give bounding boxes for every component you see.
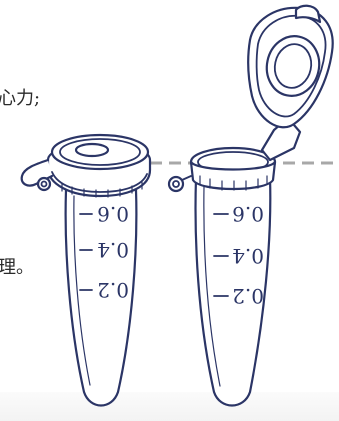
open-tube-lid [247, 4, 334, 129]
closed-tube-body [64, 188, 138, 407]
closed-tube: 0.6 0.4 0.2 [20, 133, 152, 407]
open-tube-grad-1: 0.6 [232, 202, 264, 226]
open-tube: 0.6 0.4 0.2 [167, 4, 334, 407]
open-tube-side-knob [167, 175, 185, 193]
closed-tube-grad-1: 0.6 [97, 202, 129, 226]
open-tube-body [194, 176, 272, 407]
text-fragment-top: 心力; [0, 88, 41, 109]
closed-tube-grad-3: 0.2 [97, 278, 129, 302]
open-tube-grad-2: 0.4 [232, 244, 264, 268]
open-tube-grad-3: 0.2 [232, 284, 264, 308]
text-fragment-bottom: 理。 [0, 257, 34, 278]
closed-tube-grad-2: 0.4 [97, 238, 129, 262]
bottom-shadow-band [0, 392, 339, 421]
